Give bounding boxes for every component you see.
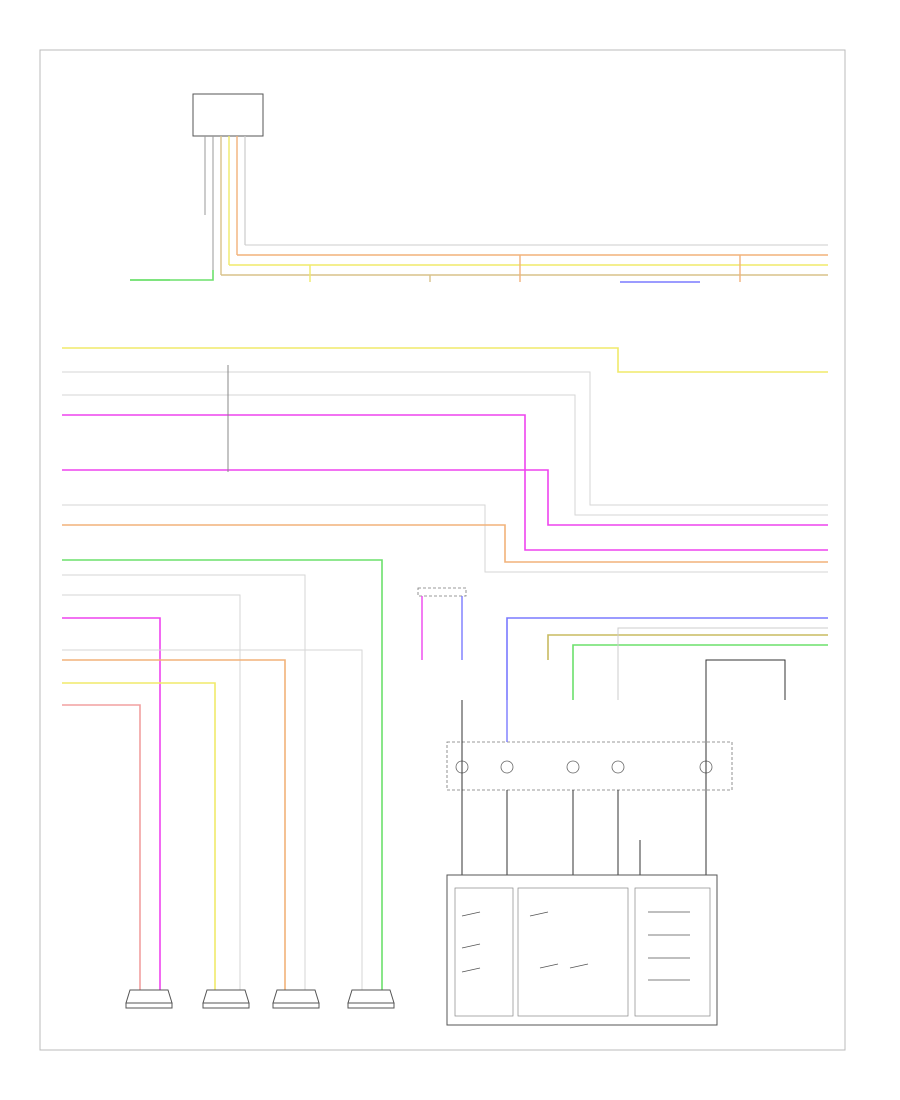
speaker-wires [62,559,383,990]
relay-left [417,587,467,660]
switch-panel [446,874,718,1026]
speaker-4 [347,989,395,1009]
speaker-3 [272,989,320,1009]
right-feed-wires [506,617,828,700]
top-connector [192,93,264,275]
speaker-2 [202,989,250,1009]
top-splice-drops [130,255,741,283]
speaker-1 [125,989,173,1009]
top-bus-lines [130,244,828,281]
diagram-frame [39,49,846,1051]
module-connector [446,659,786,875]
middle-wires [62,347,828,573]
